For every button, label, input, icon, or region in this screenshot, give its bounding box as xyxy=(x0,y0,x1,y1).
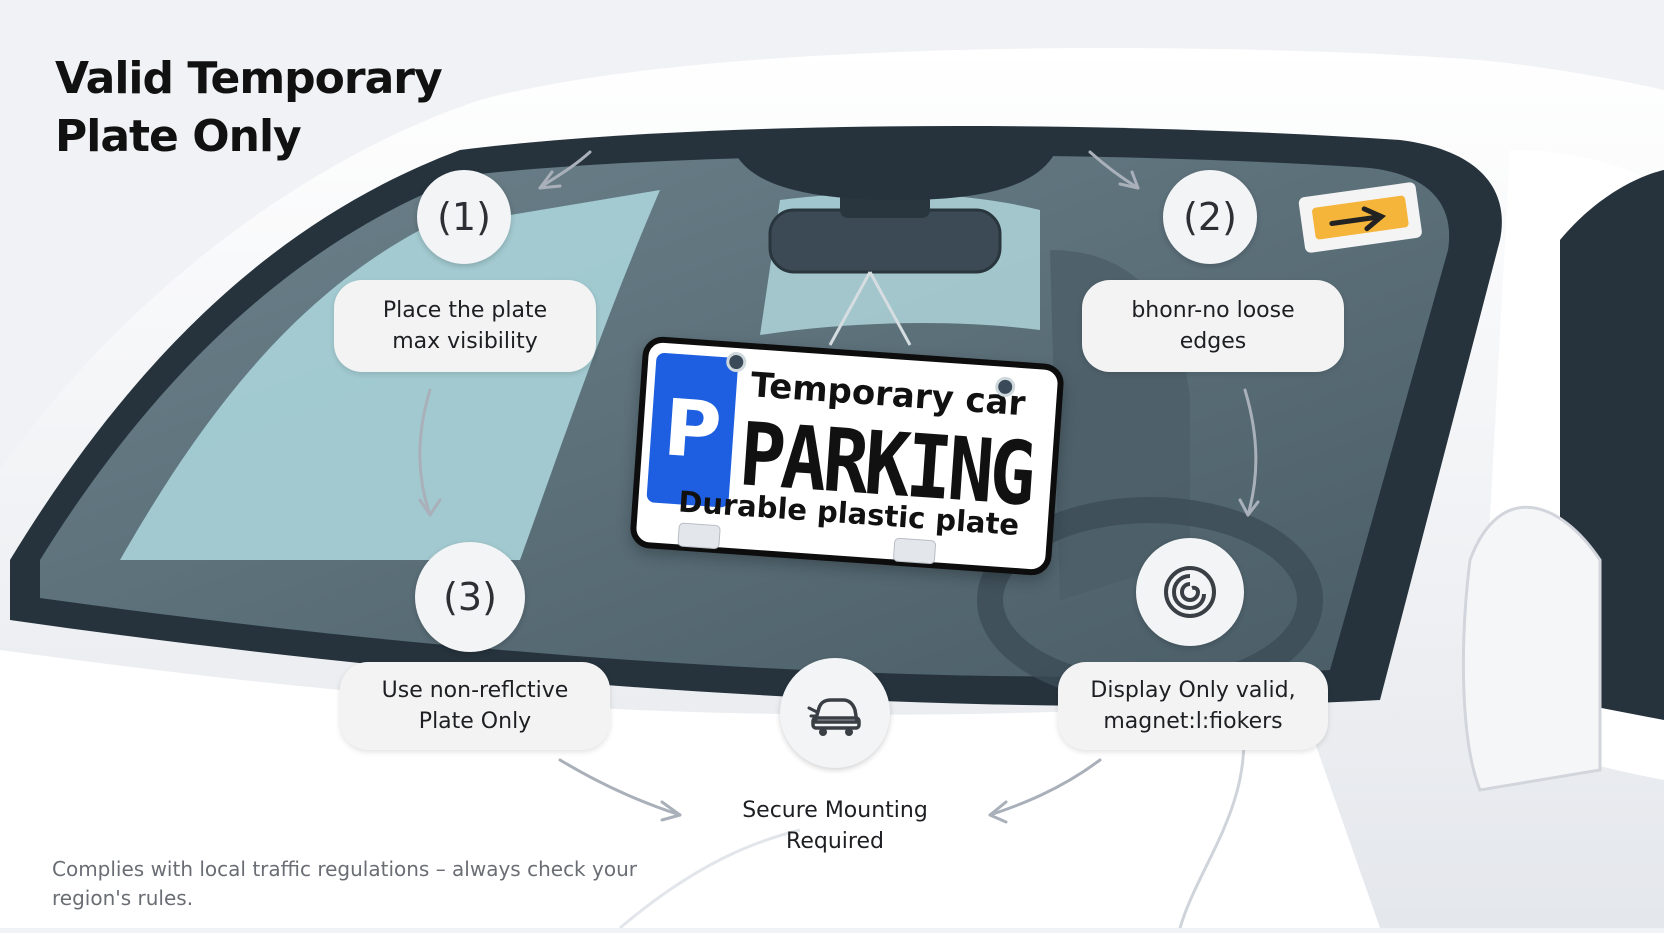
step-2-label: bhonr-no loose edges xyxy=(1082,280,1344,372)
arrow-step1-to-3 xyxy=(418,388,432,517)
step-1-label: Place the plate max visibility xyxy=(334,280,596,372)
step-3-label: Use non-reflctive Plate Only xyxy=(340,662,610,750)
display-label-line-1: Display Only valid, xyxy=(1090,678,1296,703)
step-2-label-line-1: bhonr-no loose xyxy=(1131,298,1295,323)
step-3-label-line-1: Use non-reflctive xyxy=(381,678,569,703)
step-3-label-line-2: Plate Only xyxy=(418,709,532,734)
step-1-badge: (1) xyxy=(417,170,511,264)
rearview-mirror xyxy=(768,208,1002,274)
mounting-label-line-2: Required xyxy=(786,829,884,854)
step-2-label-line-2: edges xyxy=(1179,329,1247,354)
step-2-badge: (2) xyxy=(1163,170,1257,264)
step-1-label-line-2: max visibility xyxy=(392,329,538,354)
arrow-right-to-mounting xyxy=(988,758,1102,817)
footnote-line-1: Complies with local traffic regulations … xyxy=(52,857,637,881)
footnote-line-2: region's rules. xyxy=(52,886,194,910)
mounting-label: Secure Mounting Required xyxy=(700,795,970,857)
step-1-label-line-1: Place the plate xyxy=(382,298,548,323)
temporary-parking-plate: P Temporary car PARKING Durable plastic … xyxy=(629,335,1065,577)
arrow-step2-to-magnet xyxy=(1243,388,1258,517)
display-label-line-2: magnet:l:fiokers xyxy=(1103,709,1283,734)
arrow-left-to-mounting xyxy=(558,758,682,817)
plate-clip-right xyxy=(892,537,937,565)
magnet-swirl-icon xyxy=(1136,538,1244,646)
page-title: Valid Temporary Plate Only xyxy=(55,50,443,166)
display-valid-label: Display Only valid, magnet:l:fiokers xyxy=(1058,662,1328,750)
regulation-footnote: Complies with local traffic regulations … xyxy=(52,855,637,913)
plate-mount-hole-left xyxy=(725,351,747,373)
car-mount-icon xyxy=(780,658,890,768)
title-line-2: Plate Only xyxy=(55,111,302,162)
mounting-label-line-1: Secure Mounting xyxy=(742,798,928,823)
side-mirror xyxy=(1461,505,1602,792)
title-line-1: Valid Temporary xyxy=(55,53,443,104)
arrow-sticker-icon xyxy=(1298,182,1422,253)
plate-clip-left xyxy=(677,522,721,550)
step-3-badge: (3) xyxy=(415,542,525,652)
